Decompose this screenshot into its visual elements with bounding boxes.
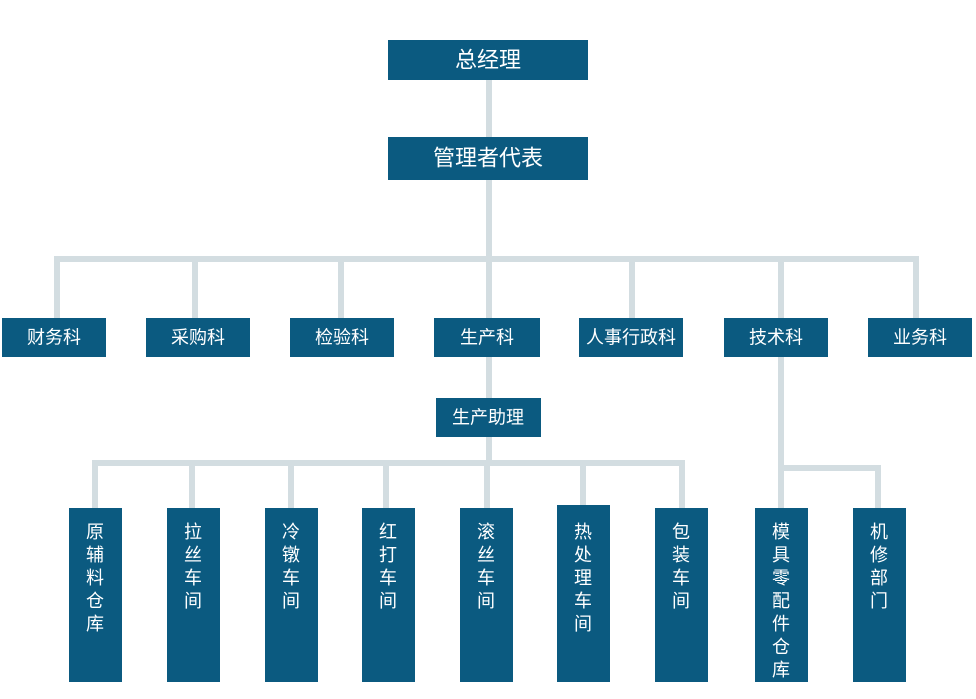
node-box (290, 318, 394, 357)
node-label: 财务科 (27, 328, 81, 349)
node-department: 生产科 (434, 318, 540, 357)
node-box (655, 508, 708, 682)
node-box (362, 508, 415, 682)
node-department: 检验科 (290, 318, 394, 357)
node-label: 模具零配件仓库 (772, 522, 790, 681)
node-box (146, 318, 250, 357)
node-production-unit: 拉丝车间 (167, 508, 220, 682)
node-box (868, 318, 972, 357)
node-label: 人事行政科 (586, 328, 676, 349)
node-label: 滚丝车间 (477, 522, 495, 612)
node-production-unit: 冷镦车间 (265, 508, 318, 682)
node-general-manager: 总经理 (388, 40, 588, 80)
node-box (579, 318, 683, 357)
node-box (388, 40, 588, 80)
node-box (724, 318, 828, 357)
node-department: 技术科 (724, 318, 828, 357)
node-box (853, 508, 906, 682)
node-label: 检验科 (315, 328, 369, 349)
node-label: 生产科 (460, 328, 514, 349)
node-management-rep: 管理者代表 (388, 137, 588, 180)
node-department: 业务科 (868, 318, 972, 357)
node-box (436, 398, 541, 437)
node-production-unit: 包装车间 (655, 508, 708, 682)
node-department: 人事行政科 (579, 318, 683, 357)
node-production-unit: 滚丝车间 (460, 508, 513, 682)
node-tech-unit: 模具零配件仓库 (755, 508, 808, 682)
node-box (69, 508, 122, 682)
node-production-unit: 热处理车间 (557, 505, 610, 682)
connector-lines (54, 77, 919, 511)
node-department: 财务科 (2, 318, 106, 357)
node-box (2, 318, 106, 357)
node-label: 机修部门 (870, 522, 888, 612)
node-label: 技术科 (749, 328, 803, 349)
node-production-assistant: 生产助理 (436, 398, 541, 437)
node-label: 原辅料仓库 (86, 522, 104, 635)
org-nodes: 总经理 管理者代表 财务科 采购科 检验科 生产科 人事行政科 (2, 40, 972, 682)
node-label: 总经理 (455, 49, 521, 74)
node-production-unit: 原辅料仓库 (69, 508, 122, 682)
node-box (388, 137, 588, 180)
node-production-unit: 红打车间 (362, 508, 415, 682)
node-label: 热处理车间 (574, 522, 592, 635)
node-box (557, 505, 610, 682)
node-label: 业务科 (893, 328, 947, 349)
node-box (167, 508, 220, 682)
node-box (755, 508, 808, 682)
node-label: 包装车间 (672, 522, 690, 612)
node-label: 拉丝车间 (184, 522, 202, 612)
node-box (434, 318, 540, 357)
node-department: 采购科 (146, 318, 250, 357)
node-tech-unit: 机修部门 (853, 508, 906, 682)
node-box (460, 508, 513, 682)
node-label: 采购科 (171, 328, 225, 349)
node-label: 冷镦车间 (282, 522, 300, 612)
node-box (265, 508, 318, 682)
node-label: 红打车间 (379, 522, 397, 612)
node-label: 管理者代表 (433, 147, 543, 172)
node-label: 生产助理 (452, 408, 524, 429)
